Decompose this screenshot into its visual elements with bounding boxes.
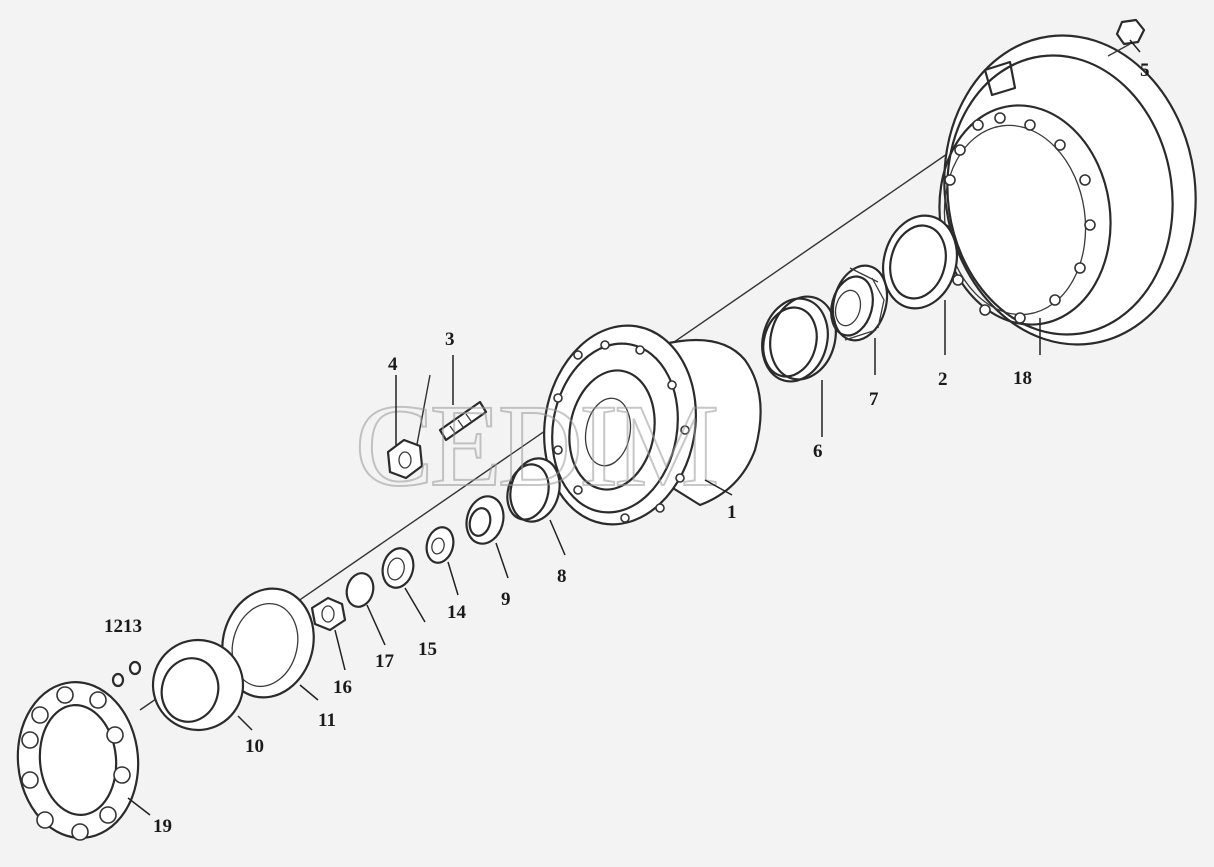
label-1: 1 (727, 502, 737, 523)
part-19-wheel-ring (16, 681, 140, 841)
label-14: 14 (447, 602, 467, 623)
label-7: 7 (869, 389, 879, 410)
part-2-seal-ring (882, 214, 958, 310)
part-4-wheel-nut (386, 438, 424, 480)
axis-stud-line (414, 374, 431, 456)
part-5-nut (1107, 18, 1146, 57)
label-15: 15 (418, 639, 437, 660)
part-7-roller-bearing (830, 264, 889, 342)
label-9: 9 (501, 589, 511, 610)
label-8: 8 (557, 566, 567, 587)
part-9-inner-bearing (465, 495, 505, 545)
part-18-brake-drum (938, 34, 1197, 346)
label-16: 16 (333, 677, 352, 698)
label-4: 4 (388, 354, 398, 375)
label-17: 17 (375, 651, 395, 672)
label-19: 19 (153, 816, 172, 837)
label-5: 5 (1140, 60, 1150, 81)
label-6: 6 (813, 441, 823, 462)
part-15-lock-washer (381, 547, 415, 589)
part-6-bearing-race (761, 295, 837, 383)
part-3-stud (438, 400, 488, 442)
label-2: 2 (938, 369, 948, 390)
label-18: 18 (1013, 368, 1032, 389)
leader-lines (127, 39, 1141, 816)
label-10: 10 (245, 736, 264, 757)
part-11-gasket (221, 587, 315, 699)
label-11: 11 (318, 710, 336, 731)
label-3: 3 (445, 329, 455, 350)
part-17-washer (345, 572, 375, 608)
part-12-13-bolt-washer (111, 660, 142, 688)
part-labels: 1 2 3 4 5 6 7 8 9 10 11 1213 14 15 16 17… (104, 60, 1150, 837)
watermark-text: CEDIM (355, 380, 716, 511)
part-16-nut (310, 596, 347, 632)
part-8-seal (506, 457, 561, 523)
label-1213: 1213 (104, 616, 142, 637)
part-1-hub (543, 324, 762, 526)
part-10-hub-cap (151, 638, 245, 732)
part-14-washer (425, 526, 455, 564)
